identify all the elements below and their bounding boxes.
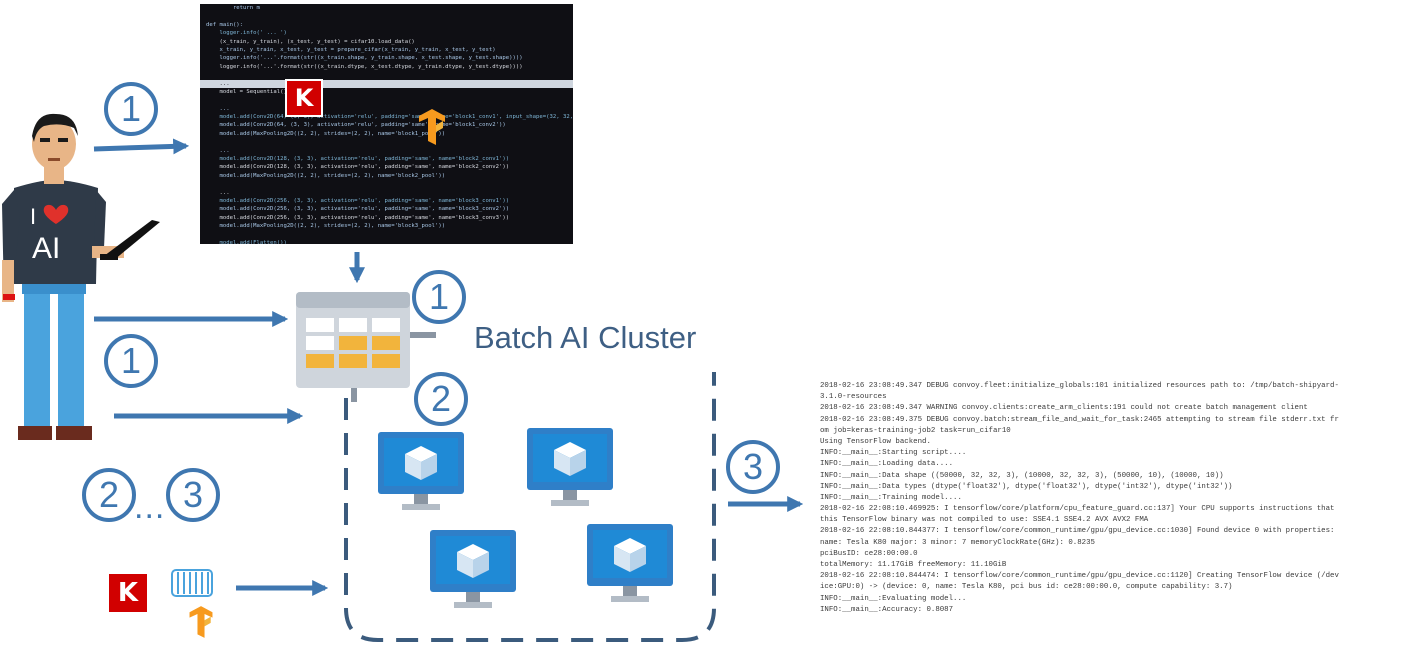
job-output-log: 2018-02-16 23:08:49.347 DEBUG convoy.fle… (820, 381, 1425, 616)
data-scientist-illustration: I AI (2, 113, 160, 440)
log-line: INFO:__main__:Data shape ((50000, 32, 32… (820, 471, 1224, 480)
tensorflow-logo (419, 109, 445, 145)
code-line: model.add(Conv2D(256, (3, 3), activation… (206, 214, 510, 221)
code-line: model.add(MaxPooling2D((2, 2), strides=(… (206, 172, 446, 179)
code-line: logger.info(' ... ') (206, 30, 287, 37)
code-line: model.add(Conv2D(64, (3, 3), activation=… (206, 122, 506, 129)
log-line: INFO:__main__:Training model.... (820, 493, 962, 502)
code-line: model.add(MaxPooling2D((2, 2), strides=(… (206, 130, 446, 137)
log-line: totalMemory: 11.17GiB freeMemory: 11.10G… (820, 561, 1007, 569)
log-line: INFO:__main__:Loading data.... (820, 460, 954, 469)
code-line: model.add(Conv2D(64, (3, 3), activation=… (206, 114, 573, 121)
compute-node-monitor-4 (587, 524, 673, 602)
step-range-end: 3 (166, 468, 220, 522)
tensorflow-logo-bundle (189, 606, 213, 638)
shirt-text-i: I (30, 204, 36, 229)
log-line: name: Tesla K80 major: 3 minor: 7 memory… (820, 538, 1095, 547)
compute-node-monitor-3 (430, 530, 516, 608)
step-number-2-cluster: 2 (414, 372, 468, 426)
code-line: return m (206, 5, 260, 11)
cluster-boundary (344, 372, 716, 642)
compute-node-monitor-2 (527, 428, 613, 506)
code-line: ... (206, 147, 230, 154)
code-line: model.add(Conv2D(256, (3, 3), activation… (206, 206, 510, 213)
step-range-start: 2 (82, 468, 136, 522)
code-line: model.add(MaxPooling2D((2, 2), strides=(… (206, 223, 446, 230)
log-line: 2018-02-16 23:08:49.347 WARNING convoy.c… (820, 404, 1308, 413)
log-line: 2018-02-16 22:08:10.844377: I tensorflow… (820, 527, 1335, 536)
log-line: INFO:__main__:Accuracy: 0.8087 (820, 605, 954, 614)
heart-icon (43, 204, 69, 224)
log-line: Using TensorFlow backend. (820, 437, 931, 446)
log-line: INFO:__main__:Data types (dtype('float32… (820, 482, 1233, 491)
log-line: this TensorFlow binary was not compiled … (820, 516, 1149, 525)
step-number-1-code: 1 (104, 82, 158, 136)
code-line: model.add(Flatten()) (206, 239, 287, 244)
code-line (200, 180, 573, 188)
code-line (200, 12, 573, 20)
cluster-title: Batch AI Cluster (474, 320, 697, 355)
code-lines: return m def main(): logger.info(' ... ')… (200, 4, 573, 244)
log-line: ice:GPU:0) -> (device: 0, name: Tesla K8… (820, 583, 1233, 592)
code-line: model.add(Conv2D(256, (3, 3), activation… (206, 197, 510, 204)
log-line: 2018-02-16 22:08:10.844474: I tensorflow… (820, 572, 1339, 581)
arrow-person-to-code (93, 138, 190, 155)
code-line: model.add(Conv2D(128, (3, 3), activation… (206, 164, 510, 171)
log-line: om job=keras-training-job2 task=run_cifa… (820, 426, 1011, 435)
code-line (200, 138, 573, 146)
code-line (200, 71, 573, 79)
container-image-icon (171, 569, 213, 597)
shirt-text-ai: AI (32, 232, 60, 265)
step-number-3-output: 3 (726, 440, 780, 494)
code-line: ... (206, 189, 230, 196)
log-line: 3.1.0-resources (820, 393, 887, 402)
step-number-1-person: 1 (104, 334, 158, 388)
log-line: pciBusID: ce28:00:00.0 (820, 549, 918, 558)
code-line: ... (206, 105, 230, 112)
code-line: (x_train, y_train), (x_test, y_test) = c… (206, 38, 415, 45)
keras-logo: K (285, 79, 323, 117)
code-line: logger.info('...'.format(str((x_train.sh… (206, 55, 523, 62)
code-line: logger.info('...'.format(str((x_train.dt… (206, 63, 523, 70)
compute-node-monitor-1 (378, 432, 464, 510)
code-line (200, 231, 573, 239)
code-line: model = Sequential() (206, 88, 287, 95)
log-line: INFO:__main__:Starting script.... (820, 449, 967, 458)
step-number-1-manager: 1 (412, 270, 466, 324)
code-editor-screenshot: return m def main(): logger.info(' ... ')… (200, 4, 573, 244)
keras-logo-bundle: K (107, 572, 149, 614)
code-line: x_train, y_train, x_test, y_test = prepa… (206, 46, 496, 53)
log-line: 2018-02-16 23:08:49.375 DEBUG convoy.bat… (820, 415, 1339, 424)
log-line: INFO:__main__:Evaluating model... (820, 594, 967, 603)
code-line (200, 96, 573, 104)
step-range-ellipsis: ... (134, 488, 166, 526)
log-line: 2018-02-16 22:08:10.469925: I tensorflow… (820, 505, 1335, 514)
log-line: 2018-02-16 23:08:49.347 DEBUG convoy.fle… (820, 382, 1339, 390)
code-line: model.add(Conv2D(128, (3, 3), activation… (206, 156, 510, 163)
cluster-manager-table-icon (296, 292, 436, 402)
code-line: ... (200, 79, 573, 88)
code-line: def main(): (206, 21, 244, 28)
